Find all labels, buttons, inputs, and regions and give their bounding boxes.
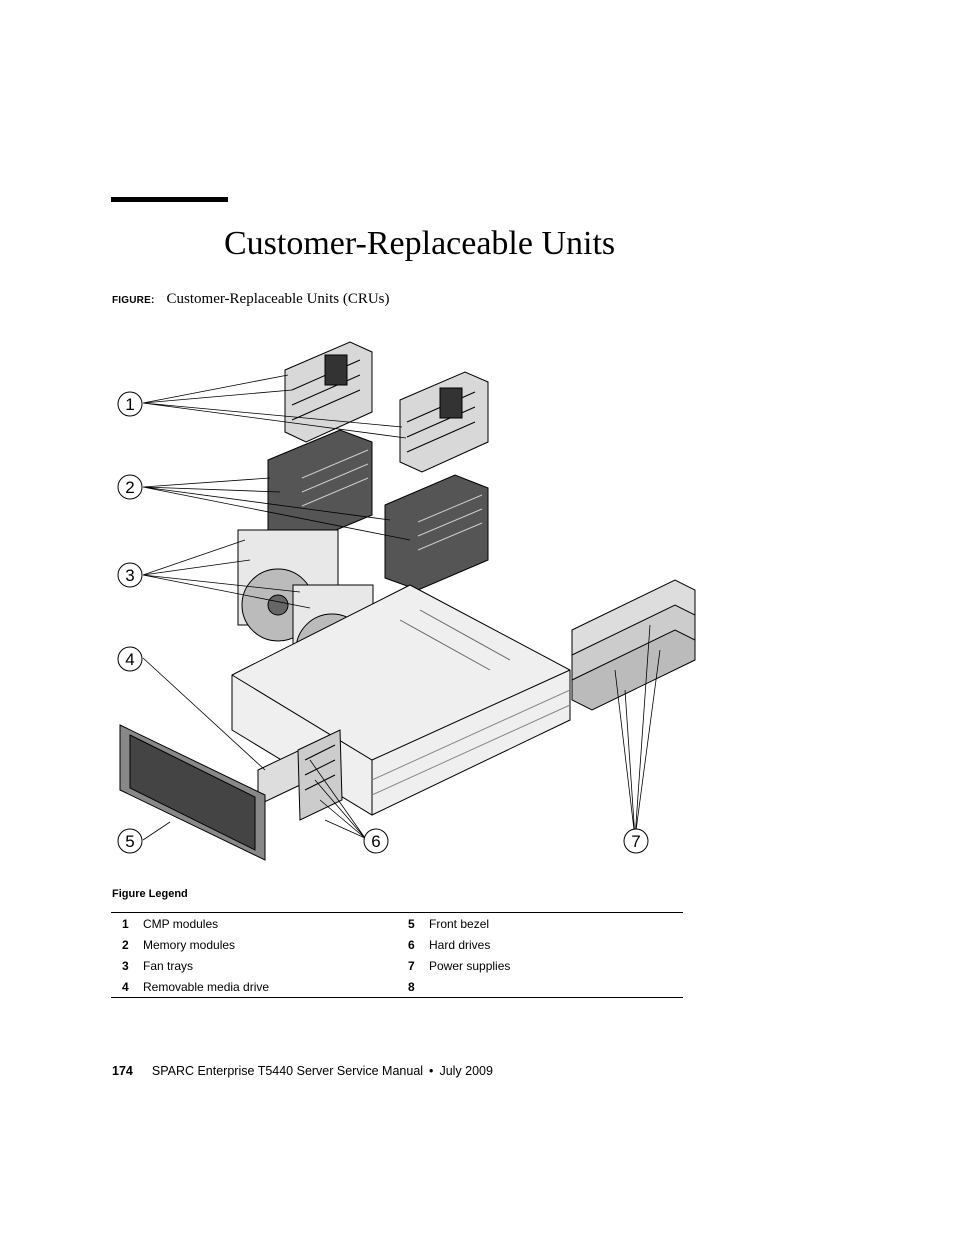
callout-1: 1 bbox=[125, 395, 134, 414]
document-date: July 2009 bbox=[439, 1064, 493, 1078]
legend-number: 6 bbox=[408, 937, 415, 952]
figure-label: FIGURE: bbox=[112, 295, 155, 306]
legend-label: Hard drives bbox=[429, 937, 491, 952]
legend-number: 7 bbox=[408, 958, 415, 973]
page-footer: 174 SPARC Enterprise T5440 Server Service… bbox=[112, 1064, 493, 1078]
callout-7: 7 bbox=[631, 832, 640, 851]
callout-2-circle bbox=[117, 474, 143, 500]
page-title: Customer-Replaceable Units bbox=[224, 225, 616, 262]
footer-separator: • bbox=[429, 1064, 434, 1078]
legend-label: Fan trays bbox=[143, 958, 194, 973]
callout-2: 2 bbox=[125, 478, 134, 497]
cmp-module-illustration bbox=[284, 341, 489, 473]
cru-illustration: 1 2 3 4 5 6 7 bbox=[117, 341, 696, 861]
legend-number: 1 bbox=[122, 916, 129, 931]
power-supply-illustration bbox=[571, 579, 696, 711]
leader-lines bbox=[142, 374, 661, 841]
page-number: 174 bbox=[112, 1064, 133, 1078]
callout-3: 3 bbox=[125, 566, 134, 585]
legend-number: 3 bbox=[122, 958, 129, 973]
memory-module-illustration bbox=[267, 429, 489, 591]
hard-drive-illustration bbox=[297, 729, 343, 821]
legend-number: 2 bbox=[122, 937, 129, 952]
legend-label: CMP modules bbox=[143, 916, 219, 931]
cru-figure: 1 2 3 4 5 6 7 bbox=[110, 330, 710, 870]
legend-label: Front bezel bbox=[429, 916, 490, 931]
callout-5-circle bbox=[117, 828, 143, 854]
chapter-rule bbox=[111, 197, 228, 202]
legend-label bbox=[429, 976, 683, 998]
legend-number: 8 bbox=[408, 979, 415, 994]
callout-4: 4 bbox=[125, 650, 134, 669]
front-bezel-illustration bbox=[119, 724, 266, 861]
figure-caption-text: Customer-Replaceable Units (CRUs) bbox=[166, 291, 390, 307]
callout-7-circle bbox=[623, 828, 649, 854]
document-title: SPARC Enterprise T5440 Server Service Ma… bbox=[151, 1064, 424, 1078]
callout-3-circle bbox=[117, 562, 143, 588]
legend-number: 5 bbox=[408, 916, 415, 931]
figure-caption: FIGURE: Customer-Replaceable Units (CRUs) bbox=[112, 290, 390, 308]
legend-label: Power supplies bbox=[429, 958, 511, 973]
callout-4-circle bbox=[117, 646, 143, 672]
callout-1-circle bbox=[117, 391, 143, 417]
legend-row: 4 Removable media drive 8 bbox=[111, 976, 683, 998]
callout-6: 6 bbox=[371, 832, 380, 851]
legend-label: Removable media drive bbox=[143, 979, 270, 994]
legend-heading: Figure Legend bbox=[112, 888, 188, 900]
legend-row: 3 Fan trays 7 Power supplies bbox=[111, 955, 683, 976]
legend-number: 4 bbox=[122, 979, 129, 994]
legend-row: 1 CMP modules 5 Front bezel bbox=[111, 913, 683, 935]
callout-5: 5 bbox=[125, 832, 134, 851]
legend-label: Memory modules bbox=[143, 937, 236, 952]
legend-table: 1 CMP modules 5 Front bezel 2 Memory mod… bbox=[111, 912, 683, 998]
legend-row: 2 Memory modules 6 Hard drives bbox=[111, 934, 683, 955]
callout-6-circle bbox=[363, 828, 389, 854]
